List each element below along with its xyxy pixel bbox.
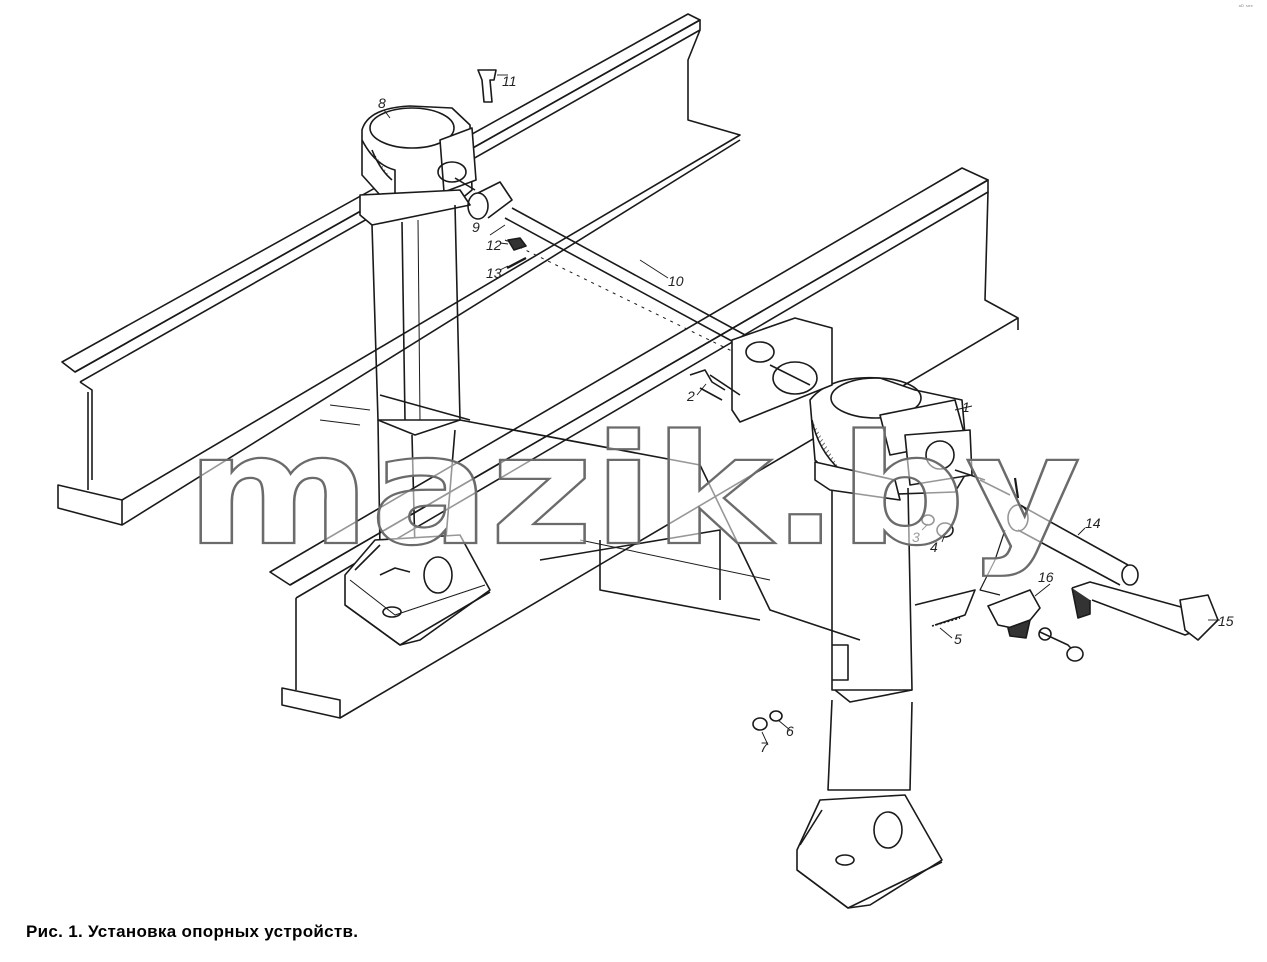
leader-lines [383, 74, 1220, 746]
callout-14: 14 [1085, 515, 1101, 531]
callout-12: 12 [486, 237, 502, 253]
bracket-16 [987, 589, 1041, 639]
callout-13: 13 [486, 265, 502, 281]
figure-caption: Рис. 1. Установка опорных устройств. [26, 922, 359, 941]
watermark: mazik.by [186, 402, 1081, 579]
callout-11: 11 [502, 73, 517, 89]
callout-1: 1 [962, 399, 970, 415]
callout-labels: 1 2 3 4 5 6 7 8 9 10 11 12 13 14 15 16 [378, 73, 1234, 755]
callout-8: 8 [378, 95, 386, 111]
callout-15: 15 [1218, 613, 1234, 629]
callout-16: 16 [1038, 569, 1054, 585]
callout-5: 5 [954, 631, 962, 647]
crank-handle-15 [1071, 581, 1219, 641]
crank-shaft-14 [979, 479, 1139, 596]
callout-9: 9 [472, 219, 480, 235]
shaft-bracket [709, 317, 833, 423]
callout-4: 4 [930, 539, 938, 555]
corner-mark: ᵃᴰ ˢᵉᵉ [1238, 4, 1253, 11]
cross-member [319, 394, 861, 641]
left-support-leg [344, 105, 491, 646]
callout-3: 3 [912, 529, 920, 545]
lower-frame-beam [269, 167, 1019, 719]
callout-10: 10 [668, 273, 684, 289]
callout-7: 7 [760, 739, 769, 755]
right-support-leg [796, 376, 986, 909]
callout-6: 6 [786, 723, 794, 739]
fasteners [467, 69, 1084, 731]
callout-2: 2 [686, 388, 695, 404]
shaft-10 [504, 207, 759, 356]
